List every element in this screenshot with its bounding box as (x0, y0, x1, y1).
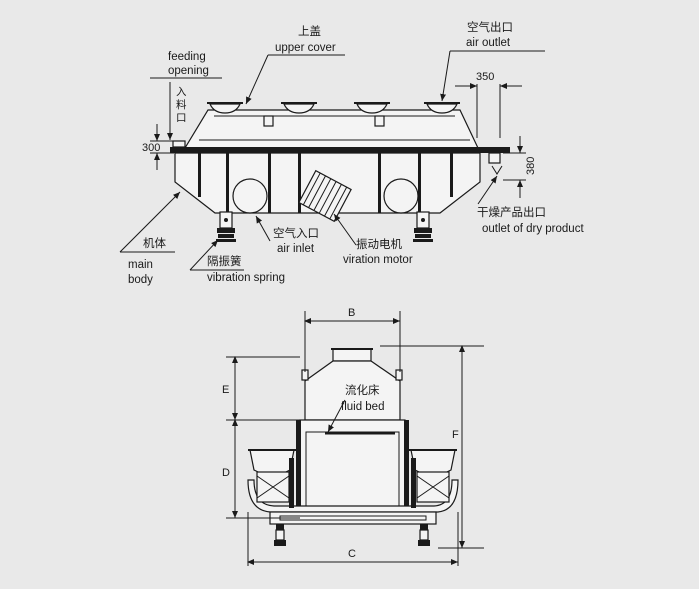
air-outlet-label-cn: 空气出口 (467, 20, 513, 34)
dim-e: E (222, 384, 229, 396)
dim-300: 300 (142, 142, 160, 154)
vibration-motor-right (409, 449, 457, 508)
vibration-motor (298, 169, 352, 223)
vibration-motor-left (248, 449, 296, 508)
air-outlet-dome (207, 102, 243, 114)
air-inlet-label-cn: 空气入口 (273, 226, 319, 240)
feeding-opening-label-en-2: opening (168, 65, 209, 77)
fluid-bed (299, 419, 406, 516)
air-outlet-dome (424, 102, 460, 114)
dry-outlet-label-en: outlet of dry product (482, 223, 584, 235)
vibration-motor-label-en: viration motor (343, 254, 413, 266)
dim-380: 380 (525, 157, 537, 175)
feeding-opening-label-en-1: feeding (168, 51, 206, 63)
upper-cover-label-en: upper cover (275, 42, 336, 54)
vibration-spring-right (413, 211, 433, 242)
dim-f: F (452, 429, 459, 441)
vibration-spring-left (216, 211, 236, 242)
air-outlet-dome (354, 102, 390, 114)
air-inlet-right (383, 178, 419, 214)
side-view: 上盖 upper cover 空气出口 air outlet feeding o… (119, 20, 584, 286)
dry-outlet-label-cn: 干燥产品出口 (477, 205, 546, 219)
frame-bar (170, 147, 510, 153)
main-body-label-cn: 机体 (143, 236, 166, 250)
fluid-bed-label-cn: 流化床 (345, 383, 380, 397)
air-outlet-label-en: air outlet (466, 37, 511, 49)
feeding-opening-label-cn-1: 入 (176, 86, 187, 98)
feeding-opening-label-cn-3: 口 (176, 112, 187, 124)
fluid-bed-label-en: fluid bed (341, 401, 384, 413)
dim-c: C (348, 548, 356, 560)
end-view: B E D F C 流化床 fluid bed (222, 307, 484, 566)
support-columns (198, 153, 453, 213)
dim-350: 350 (476, 71, 494, 83)
air-outlet-dome (281, 102, 317, 114)
vibration-spring-label-cn: 隔振簧 (207, 254, 242, 268)
vibration-motor-label-cn: 振动电机 (356, 237, 402, 251)
air-inlet-left (232, 178, 268, 214)
upper-cover-label-cn: 上盖 (298, 24, 321, 38)
dim-d: D (222, 467, 230, 479)
dim-b: B (348, 307, 355, 319)
vibration-spring-label-en: vibration spring (207, 272, 285, 284)
main-body-label-en-1: main (128, 259, 153, 271)
main-body-label-en-2: body (128, 274, 153, 286)
air-inlet-label-en: air inlet (277, 243, 315, 255)
feeding-opening-label-cn-2: 料 (176, 98, 187, 111)
